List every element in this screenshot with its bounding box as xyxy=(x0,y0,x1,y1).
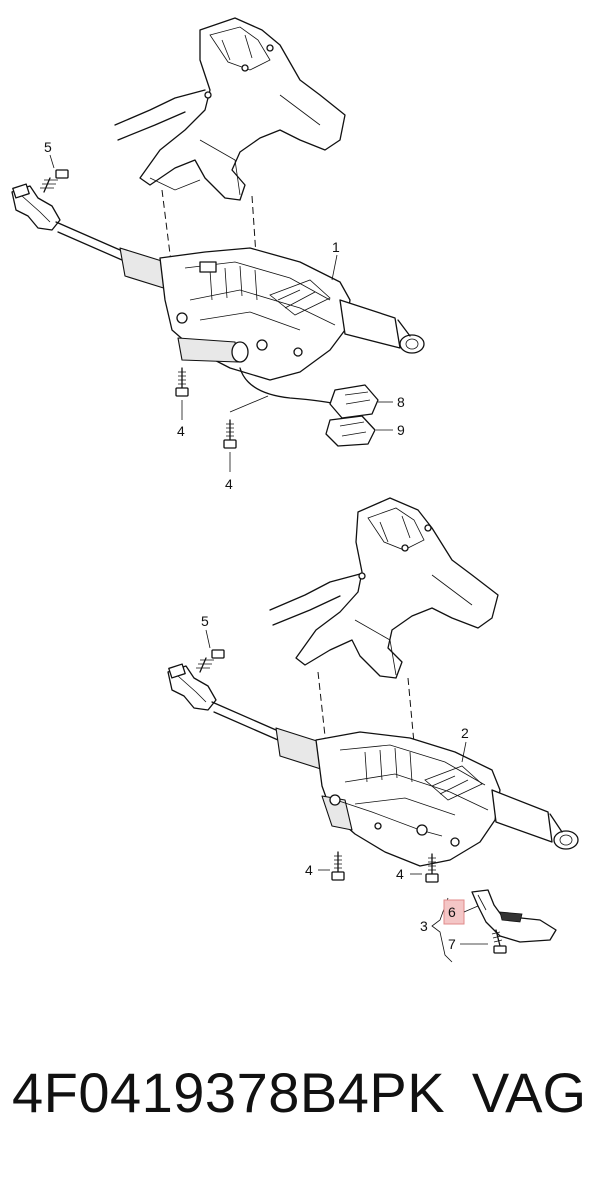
bottom-crossmember-bracket xyxy=(269,497,499,679)
top-callout-8: 8 xyxy=(397,394,405,410)
top-bolt-4b xyxy=(223,419,237,449)
top-bolt-5 xyxy=(40,169,69,193)
top-callout-4b: 4 xyxy=(225,476,233,492)
top-steering-column xyxy=(119,247,425,406)
top-crossmember-bracket xyxy=(114,17,346,201)
bottom-assembly: 5 2 4 xyxy=(167,497,579,963)
top-callout-1: 1 xyxy=(332,239,340,255)
bottom-steering-column xyxy=(275,727,579,867)
top-callout-5: 5 xyxy=(44,139,52,155)
bottom-callout-6: 6 xyxy=(448,904,456,920)
part-number: 4F0419378B4PK xyxy=(12,1061,446,1124)
top-assembly: 5 1 xyxy=(11,17,425,492)
callout-3-bracket xyxy=(431,897,453,963)
top-callout-9: 9 xyxy=(397,422,405,438)
bottom-callout-4a: 4 xyxy=(305,862,313,878)
top-callout-4a: 4 xyxy=(177,423,185,439)
bottom-callout-5: 5 xyxy=(201,613,209,629)
top-bolt-4a xyxy=(175,367,189,397)
bottom-universal-joint xyxy=(167,663,279,741)
bottom-bolt-4b xyxy=(425,853,439,883)
bottom-callout-7: 7 xyxy=(448,936,456,952)
footer: 4F0419378B4PK VAG xyxy=(0,1060,600,1140)
bottom-bolt-5 xyxy=(196,649,225,673)
bottom-bolt-4a xyxy=(331,851,345,881)
top-universal-joint xyxy=(11,183,123,261)
bottom-adjustment-lever xyxy=(471,889,557,943)
top-connectors xyxy=(325,384,379,447)
brand-label: VAG xyxy=(471,1061,586,1124)
bottom-callout-4b: 4 xyxy=(396,866,404,882)
bottom-screw-7 xyxy=(491,929,507,954)
bottom-callout-3: 3 xyxy=(420,918,428,934)
bottom-callout-2: 2 xyxy=(461,725,469,741)
